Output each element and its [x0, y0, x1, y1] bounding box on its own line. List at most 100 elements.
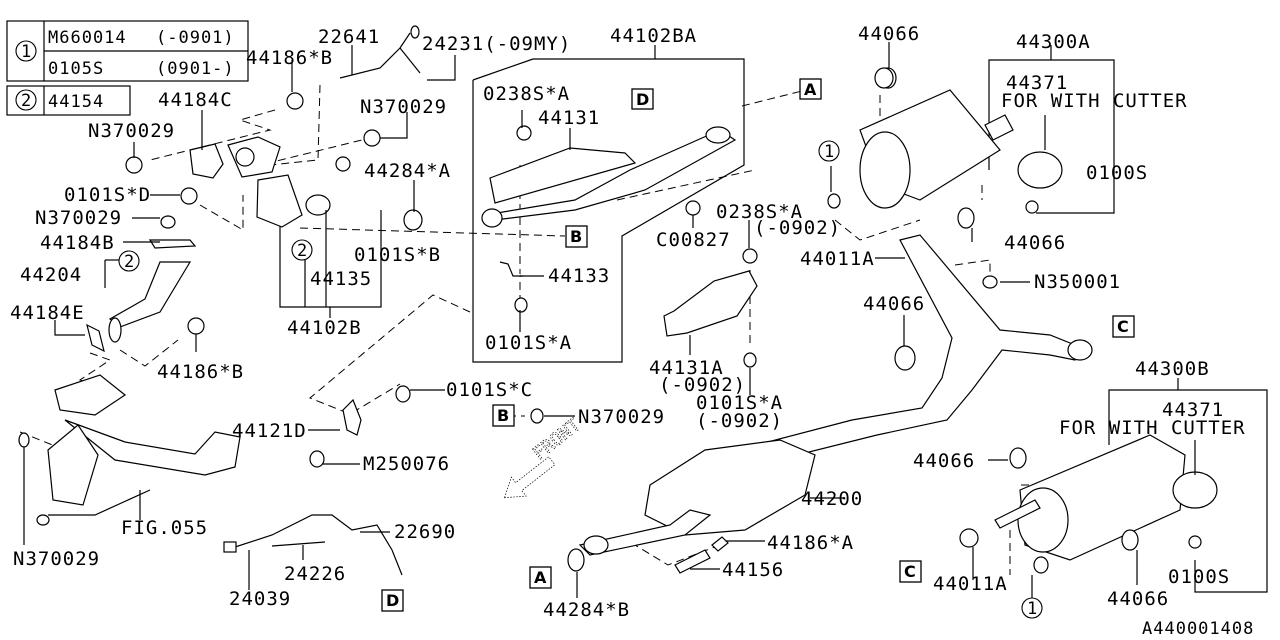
front-exhaust-pipe: [86, 239, 197, 353]
front-arrow-icon: FRONT: [504, 414, 585, 499]
part-label[interactable]: N370029: [578, 406, 665, 428]
part-label[interactable]: 0101S*B: [354, 244, 441, 266]
part-label[interactable]: 44102B: [287, 317, 362, 339]
leader-lines: [23, 42, 1196, 598]
svg-text:A: A: [534, 568, 547, 587]
oxygen-sensor-22641: [339, 25, 421, 79]
part-label[interactable]: 44066: [913, 450, 975, 472]
center-pipe-cat: [481, 126, 737, 277]
part-label[interactable]: 44121D: [232, 420, 307, 442]
part-label[interactable]: 24231(-09MY): [422, 33, 571, 55]
part-label[interactable]: 44066: [1004, 232, 1066, 254]
part-label: (-0902): [754, 217, 841, 239]
part-label[interactable]: 44131A: [649, 357, 724, 379]
heat-shield-assembly: [47, 374, 241, 506]
part-labels: 44186*B 22641 24231(-09MY) 44102BA 44184…: [10, 23, 1254, 639]
part-label[interactable]: 44131: [538, 107, 600, 129]
part-label[interactable]: N370029: [360, 96, 447, 118]
part-label[interactable]: 22641: [318, 26, 380, 48]
legend-range: (0901-): [156, 59, 235, 79]
part-label[interactable]: 0101S*D: [64, 184, 151, 206]
legend-part[interactable]: M660014: [48, 28, 127, 48]
svg-text:2: 2: [297, 241, 308, 261]
part-label[interactable]: 44186*B: [246, 47, 333, 69]
center-muffler-44200: [567, 439, 816, 574]
part-label[interactable]: 44204: [20, 264, 82, 286]
part-label[interactable]: 44102BA: [610, 25, 697, 47]
ref-box-A-lower[interactable]: A: [529, 566, 552, 589]
part-label[interactable]: N350001: [1034, 271, 1121, 293]
part-label[interactable]: 0100S: [1168, 566, 1230, 588]
ref-circle-1: [15, 40, 37, 62]
part-label[interactable]: 0101S*A: [696, 392, 783, 414]
part-label[interactable]: N370029: [35, 207, 122, 229]
part-label[interactable]: 0100S: [1086, 162, 1148, 184]
part-label[interactable]: 44200: [801, 488, 863, 510]
part-label[interactable]: 44135: [310, 268, 372, 290]
part-label[interactable]: 24039: [229, 588, 291, 610]
ref-box-B-lower[interactable]: B: [492, 404, 515, 427]
part-label[interactable]: 44066: [1107, 588, 1169, 610]
part-label[interactable]: 44300B: [1135, 358, 1210, 380]
part-label: FOR WITH CUTTER: [1001, 90, 1188, 112]
part-label[interactable]: 24226: [284, 563, 346, 585]
rear-muffler-B: [959, 434, 1218, 574]
ref-box-B-center[interactable]: B: [565, 225, 588, 248]
part-label[interactable]: 44011A: [933, 573, 1008, 595]
rear-muffler-A: [859, 67, 1063, 229]
part-label[interactable]: N370029: [13, 548, 100, 570]
part-label: FOR WITH CUTTER: [1059, 417, 1246, 439]
ref-box-C-lower[interactable]: C: [899, 560, 922, 583]
legend-part[interactable]: 44154: [48, 92, 104, 112]
part-label[interactable]: 0101S*A: [485, 332, 572, 354]
part-label[interactable]: 44184B: [40, 232, 115, 254]
ref-circle-2-left: 2: [118, 250, 140, 272]
bracket-44121D: [309, 385, 411, 468]
ref-box-D-top[interactable]: D: [631, 88, 654, 110]
oxygen-sensor-22690: [223, 514, 403, 576]
ref-circle-2-center: 2: [291, 239, 313, 261]
svg-text:D: D: [386, 591, 399, 610]
ref-box-A-top[interactable]: A: [799, 78, 822, 100]
part-label[interactable]: 44186*B: [157, 361, 244, 383]
part-label[interactable]: 0238S*A: [483, 83, 570, 105]
part-label[interactable]: 44184C: [158, 89, 233, 111]
fasteners: [18, 67, 1202, 549]
ref-box-D-lower[interactable]: D: [381, 589, 404, 612]
part-label[interactable]: 44184E: [10, 302, 85, 324]
legend-part[interactable]: 0105S: [48, 59, 104, 79]
svg-text:C: C: [1117, 317, 1129, 336]
part-label[interactable]: 44133: [548, 265, 610, 287]
part-label[interactable]: M250076: [363, 453, 450, 475]
part-label[interactable]: 44186*A: [767, 532, 854, 554]
part-label[interactable]: C00827: [656, 229, 731, 251]
ref-circle-2: [15, 89, 37, 111]
svg-text:1: 1: [824, 142, 835, 162]
svg-text:B: B: [497, 406, 509, 425]
part-label[interactable]: 44011A: [800, 248, 875, 270]
ref-circle-1-lower: 1: [1021, 597, 1043, 619]
legend-table: 1 M660014 (-0901) 0105S (0901-) 2 44154: [6, 20, 249, 116]
part-label[interactable]: 44066: [858, 23, 920, 45]
part-label[interactable]: 44066: [863, 293, 925, 315]
part-label[interactable]: 44371: [1162, 399, 1224, 421]
part-label: (-0902): [659, 374, 746, 396]
group-box-44300B: [1108, 378, 1268, 593]
part-label[interactable]: 44300A: [1016, 31, 1091, 53]
part-label[interactable]: 22690: [394, 521, 456, 543]
part-label[interactable]: 0101S*C: [446, 379, 533, 401]
ref-box-C-right[interactable]: C: [1112, 315, 1135, 338]
part-label[interactable]: 44156: [722, 559, 784, 581]
part-label: (-0902): [696, 410, 783, 432]
ref-circle-1-text: 1: [21, 42, 32, 62]
part-label[interactable]: FIG.055: [121, 517, 208, 539]
svg-text:1: 1: [1027, 599, 1038, 619]
part-label[interactable]: N370029: [88, 120, 175, 142]
part-label[interactable]: 44284*A: [364, 160, 451, 182]
part-label[interactable]: 44371: [1006, 72, 1068, 94]
part-label[interactable]: 0238S*A: [716, 201, 803, 223]
part-label[interactable]: 44284*B: [543, 599, 630, 621]
svg-text:B: B: [570, 227, 582, 246]
diagram-id: A440001408: [1142, 619, 1254, 639]
